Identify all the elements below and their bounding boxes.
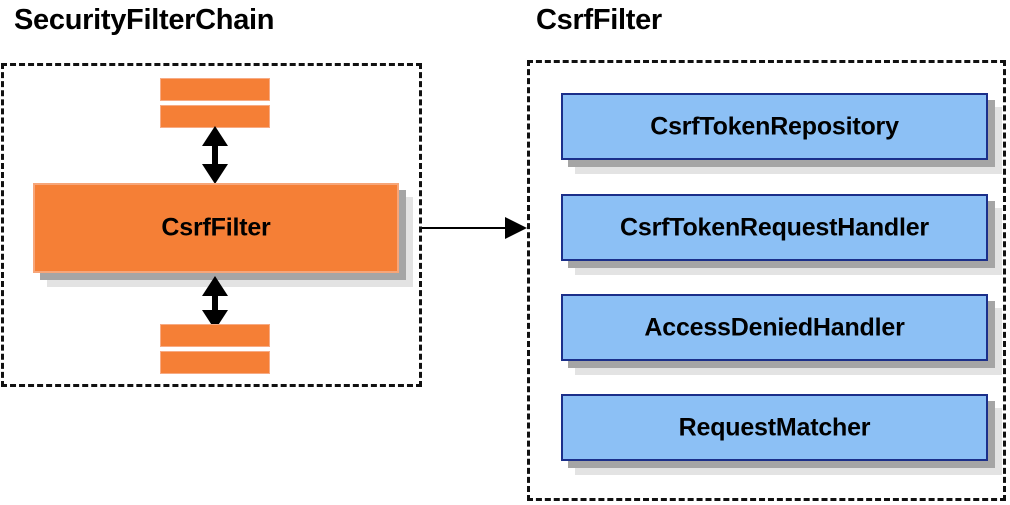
filter-bar-upper-1: [160, 78, 270, 101]
card-face: RequestMatcher: [561, 394, 988, 461]
card-label-csrf-token-repository: CsrfTokenRepository: [650, 112, 899, 140]
card-label-access-denied-handler: AccessDeniedHandler: [644, 313, 905, 341]
panel-security-filter-chain: [1, 63, 422, 387]
card-face: AccessDeniedHandler: [561, 294, 988, 361]
filter-bar-lower-1: [160, 324, 270, 347]
filter-bar-upper-2: [160, 105, 270, 128]
card-face: CsrfTokenRepository: [561, 93, 988, 160]
panel-csrf-filter: [527, 60, 1006, 501]
card-csrf-filter[interactable]: CsrfFilter: [33, 183, 413, 287]
card-label-csrf-filter: CsrfFilter: [161, 213, 271, 242]
card-access-denied-handler[interactable]: AccessDeniedHandler: [561, 294, 1002, 375]
card-face: CsrfTokenRequestHandler: [561, 194, 988, 261]
card-csrf-token-request-handler[interactable]: CsrfTokenRequestHandler: [561, 194, 1002, 275]
card-label-csrf-token-request-handler: CsrfTokenRequestHandler: [620, 213, 929, 241]
card-csrf-token-repository[interactable]: CsrfTokenRepository: [561, 93, 1002, 174]
panel-title-csrf-filter: CsrfFilter: [536, 4, 662, 36]
card-label-request-matcher: RequestMatcher: [678, 413, 871, 441]
card-request-matcher[interactable]: RequestMatcher: [561, 394, 1002, 475]
filter-bar-lower-2: [160, 351, 270, 374]
card-face: CsrfFilter: [33, 183, 399, 273]
panel-title-security-filter-chain: SecurityFilterChain: [14, 4, 275, 36]
